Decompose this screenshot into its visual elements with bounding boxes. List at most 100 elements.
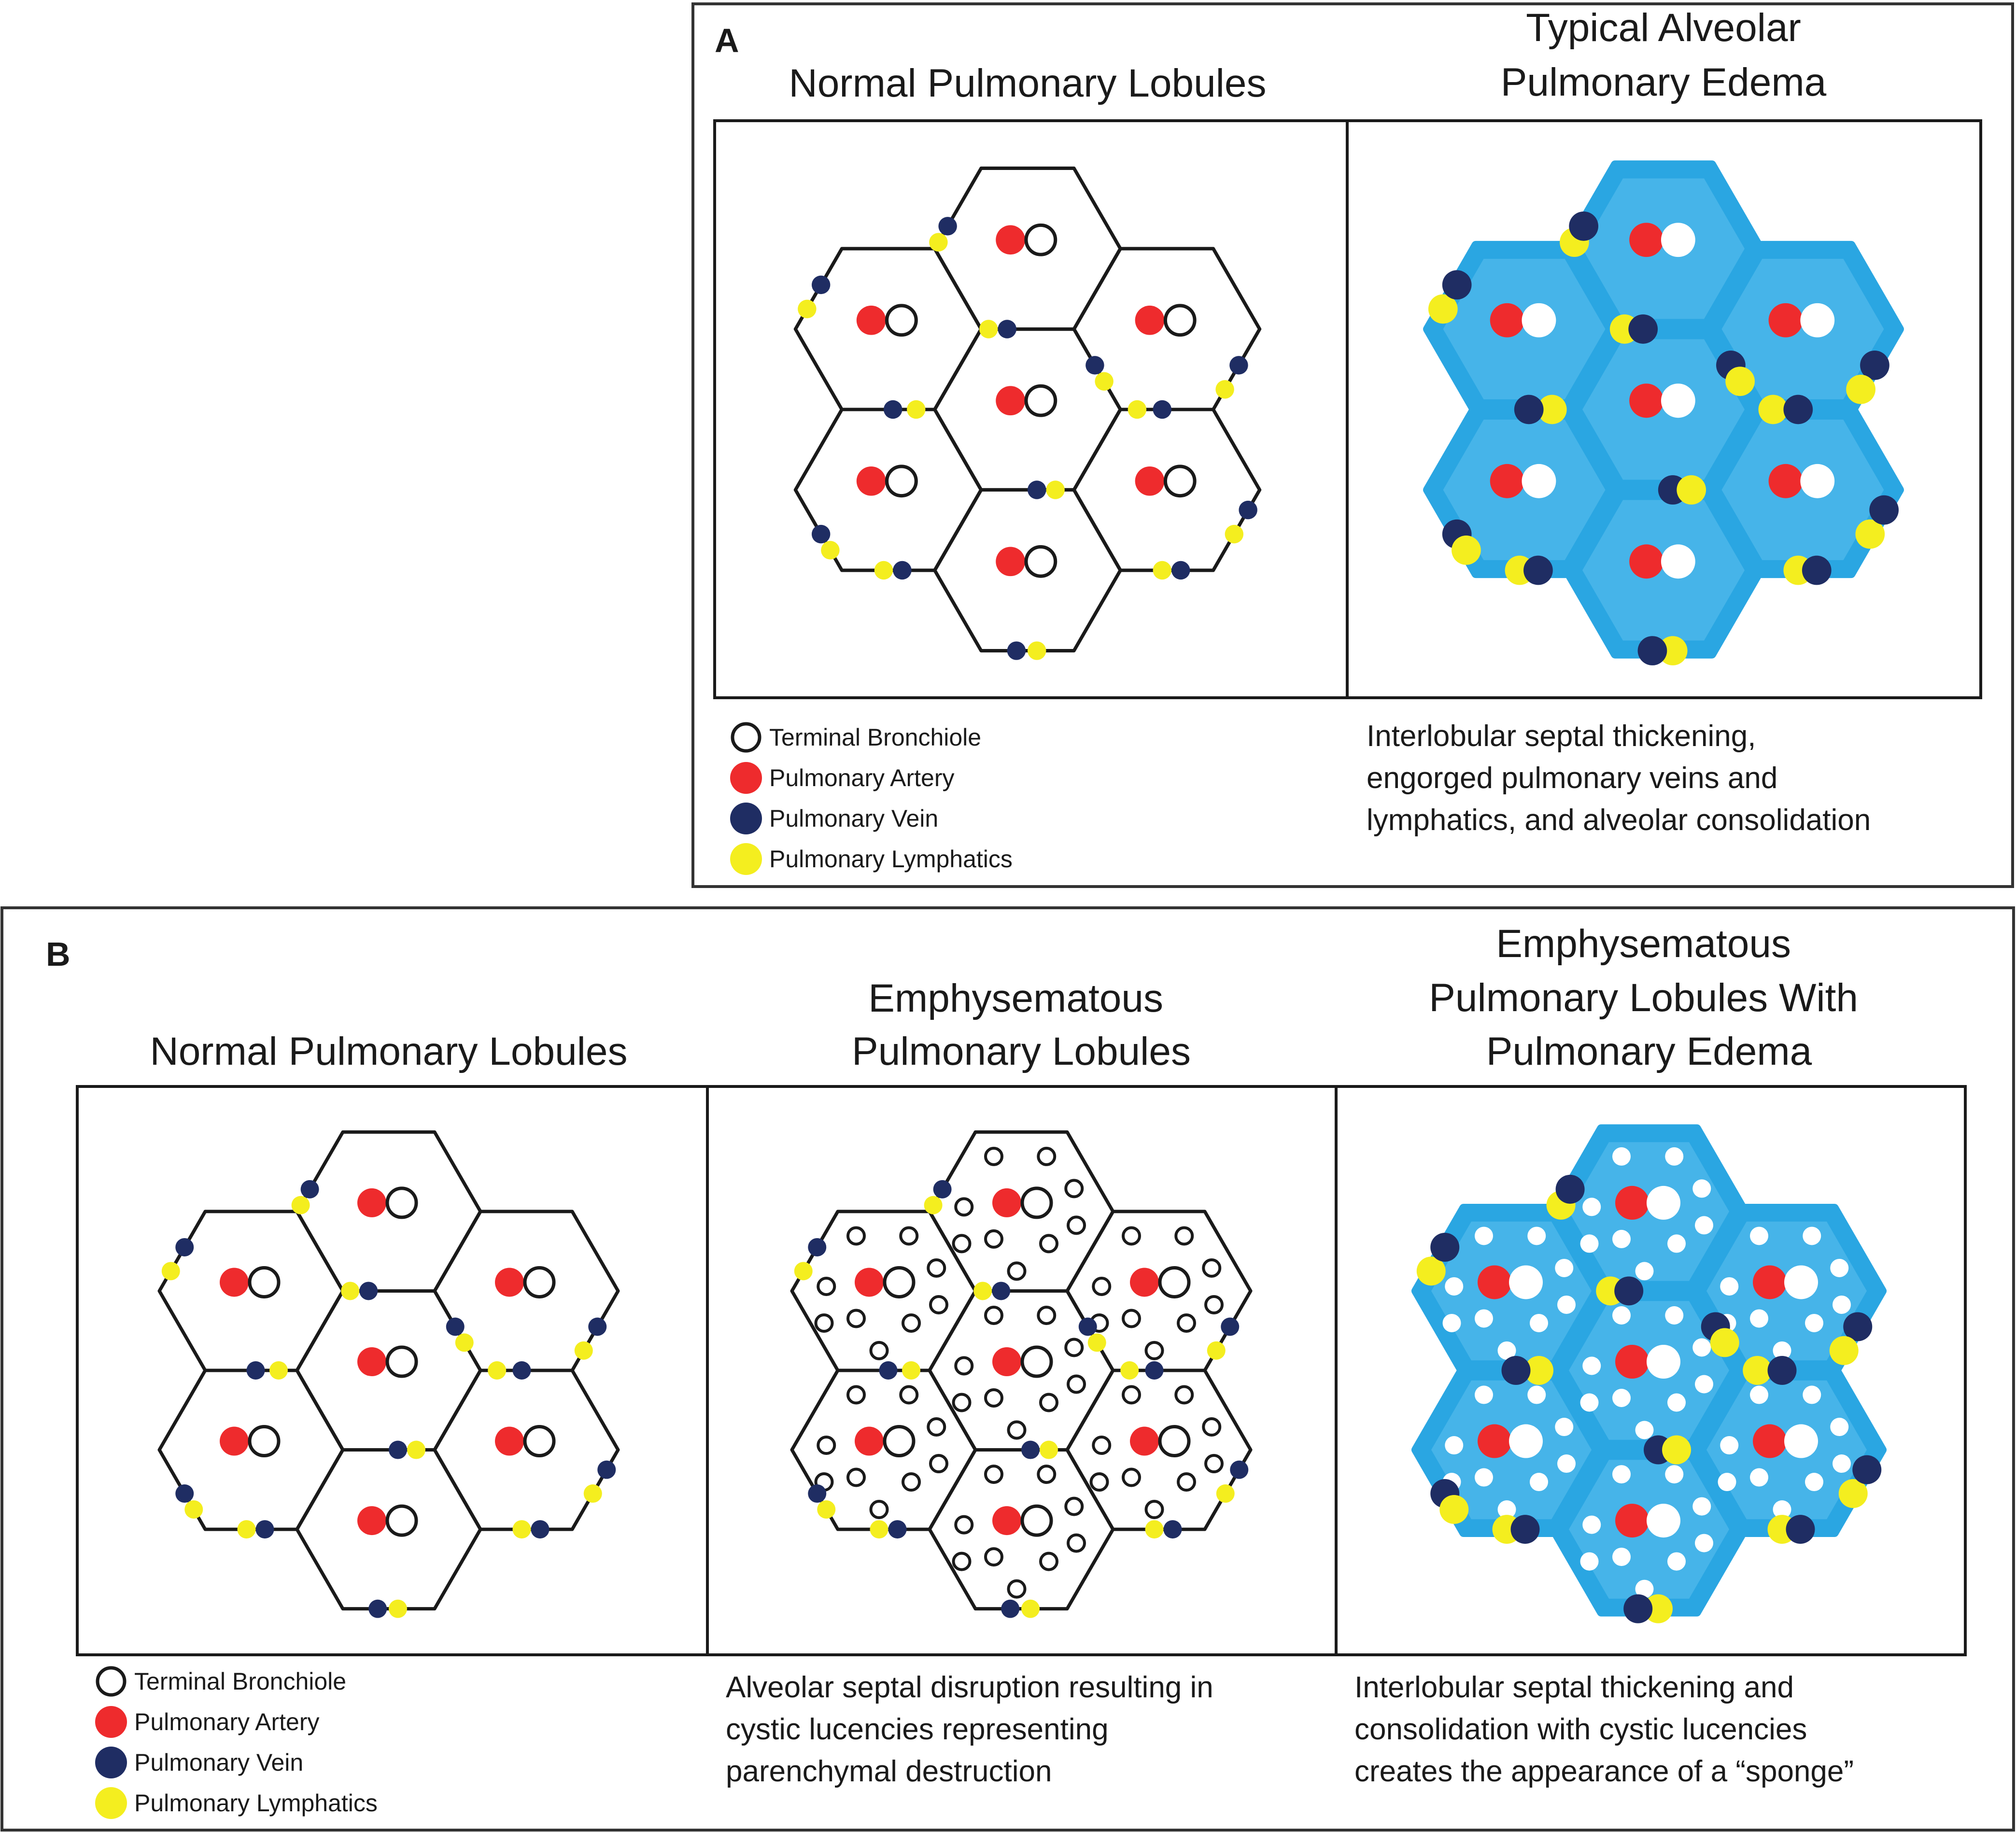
pulmonary-lymphatic — [1416, 1256, 1446, 1286]
pulmonary-lymphatic — [1128, 400, 1147, 419]
pulmonary-lymphatic — [870, 1520, 888, 1539]
cystic-lucency — [1007, 1420, 1027, 1440]
pulmonary-vein — [1001, 1599, 1020, 1618]
pulmonary-artery — [856, 466, 886, 496]
terminal-bronchiole — [1024, 223, 1057, 256]
terminal-bronchiole — [1647, 1185, 1680, 1220]
pulmonary-lymphatic — [1838, 1479, 1868, 1509]
cystic-lucency — [929, 1454, 948, 1474]
pulmonary-vein — [531, 1520, 550, 1539]
red-dot-icon — [730, 762, 762, 794]
cystic-lucency — [899, 1385, 919, 1405]
pulmonary-vein — [1239, 500, 1257, 520]
cystic-lucency — [1089, 1472, 1109, 1492]
cystic-lucency — [984, 1306, 1003, 1325]
panel-b-emphysema-lobules — [790, 1130, 1253, 1618]
cystic-lucency — [1555, 1258, 1574, 1277]
pulmonary-artery — [1615, 1185, 1649, 1220]
cystic-lucency — [902, 1472, 921, 1492]
cystic-lucency — [984, 1547, 1003, 1567]
pulmonary-vein — [389, 1440, 407, 1459]
pulmonary-vein — [1028, 480, 1046, 499]
terminal-bronchiole — [1163, 465, 1197, 498]
terminal-bronchiole — [1509, 1424, 1543, 1458]
pulmonary-vein — [446, 1317, 465, 1336]
cystic-lucency — [869, 1340, 889, 1360]
pulmonary-lymphatic — [1537, 395, 1567, 424]
pulmonary-vein — [1078, 1317, 1097, 1336]
cystic-lucency — [1037, 1146, 1057, 1166]
terminal-bronchiole — [885, 304, 918, 337]
pulmonary-artery — [996, 547, 1025, 577]
pulmonary-vein — [246, 1361, 265, 1380]
cystic-lucency — [1612, 1465, 1631, 1484]
cystic-lucency — [1692, 1179, 1711, 1198]
pulmonary-vein — [811, 275, 831, 295]
cystic-lucency — [1122, 1385, 1141, 1405]
pulmonary-lymphatic — [1846, 375, 1875, 404]
pulmonary-vein — [1623, 1594, 1653, 1623]
pulmonary-lymphatic — [583, 1484, 602, 1503]
pulmonary-artery — [856, 305, 886, 335]
cystic-lucency — [1122, 1309, 1141, 1328]
pulmonary-vein — [1783, 395, 1813, 424]
pulmonary-lymphatic — [1710, 1328, 1739, 1357]
cystic-lucency — [1475, 1468, 1493, 1487]
cystic-lucency — [1445, 1436, 1464, 1455]
cystic-lucency — [1692, 1497, 1711, 1516]
terminal-bronchiole — [1024, 545, 1057, 578]
pulmonary-vein — [933, 1180, 952, 1198]
cystic-lucency — [1204, 1295, 1224, 1314]
cystic-lucency — [952, 1393, 972, 1412]
pulmonary-artery — [996, 225, 1025, 255]
pulmonary-lymphatic — [1677, 475, 1706, 505]
cystic-lucency — [1067, 1533, 1086, 1553]
pulmonary-lymphatic — [1207, 1341, 1226, 1360]
terminal-bronchiole — [1661, 223, 1695, 257]
cystic-lucency — [1805, 1473, 1823, 1492]
cystic-lucency — [1174, 1226, 1194, 1246]
cystic-lucency — [1497, 1500, 1516, 1519]
pulmonary-vein — [175, 1238, 194, 1256]
pulmonary-vein — [888, 1520, 907, 1539]
cystic-lucency — [1692, 1338, 1711, 1357]
hollow-circle-icon — [96, 1666, 127, 1697]
cystic-lucency — [1445, 1277, 1464, 1296]
pulmonary-lymphatic — [821, 541, 840, 560]
cystic-lucency — [1805, 1313, 1823, 1332]
terminal-bronchiole — [1800, 303, 1835, 338]
pulmonary-artery — [1615, 1345, 1649, 1379]
cystic-lucency — [1530, 1313, 1548, 1332]
cystic-lucency — [1177, 1313, 1196, 1333]
terminal-bronchiole — [883, 1266, 916, 1298]
cystic-lucency — [984, 1465, 1003, 1484]
pulmonary-lymphatic — [184, 1500, 203, 1519]
pulmonary-artery — [1768, 464, 1803, 498]
cystic-lucency — [846, 1385, 866, 1405]
pulmonary-vein — [255, 1520, 274, 1539]
legend-label-bronchiole: Terminal Bronchiole — [134, 1668, 346, 1695]
pulmonary-lymphatic — [1725, 367, 1755, 396]
lobule-septum — [790, 1368, 977, 1531]
pulmonary-artery — [1478, 1424, 1511, 1458]
cystic-lucency — [1580, 1393, 1599, 1412]
pulmonary-vein — [1514, 395, 1544, 424]
panel-b-caption-right: Interlobular septal thickening and conso… — [1354, 1671, 1854, 1788]
pulmonary-vein — [1510, 1515, 1540, 1544]
pulmonary-lymphatic — [488, 1361, 507, 1380]
pulmonary-lymphatic — [1095, 372, 1114, 391]
cystic-lucency — [1718, 1473, 1736, 1492]
pulmonary-vein — [1802, 555, 1832, 585]
navy-dot-icon — [730, 803, 762, 834]
pulmonary-lymphatic — [1046, 480, 1065, 499]
cystic-lucency — [984, 1229, 1003, 1249]
pulmonary-lymphatic — [1452, 536, 1481, 565]
pulmonary-lymphatic — [1040, 1440, 1058, 1459]
pulmonary-vein — [1171, 561, 1190, 580]
cystic-lucency — [814, 1313, 834, 1333]
cystic-lucency — [1067, 1215, 1086, 1235]
cystic-lucency — [1039, 1234, 1058, 1254]
